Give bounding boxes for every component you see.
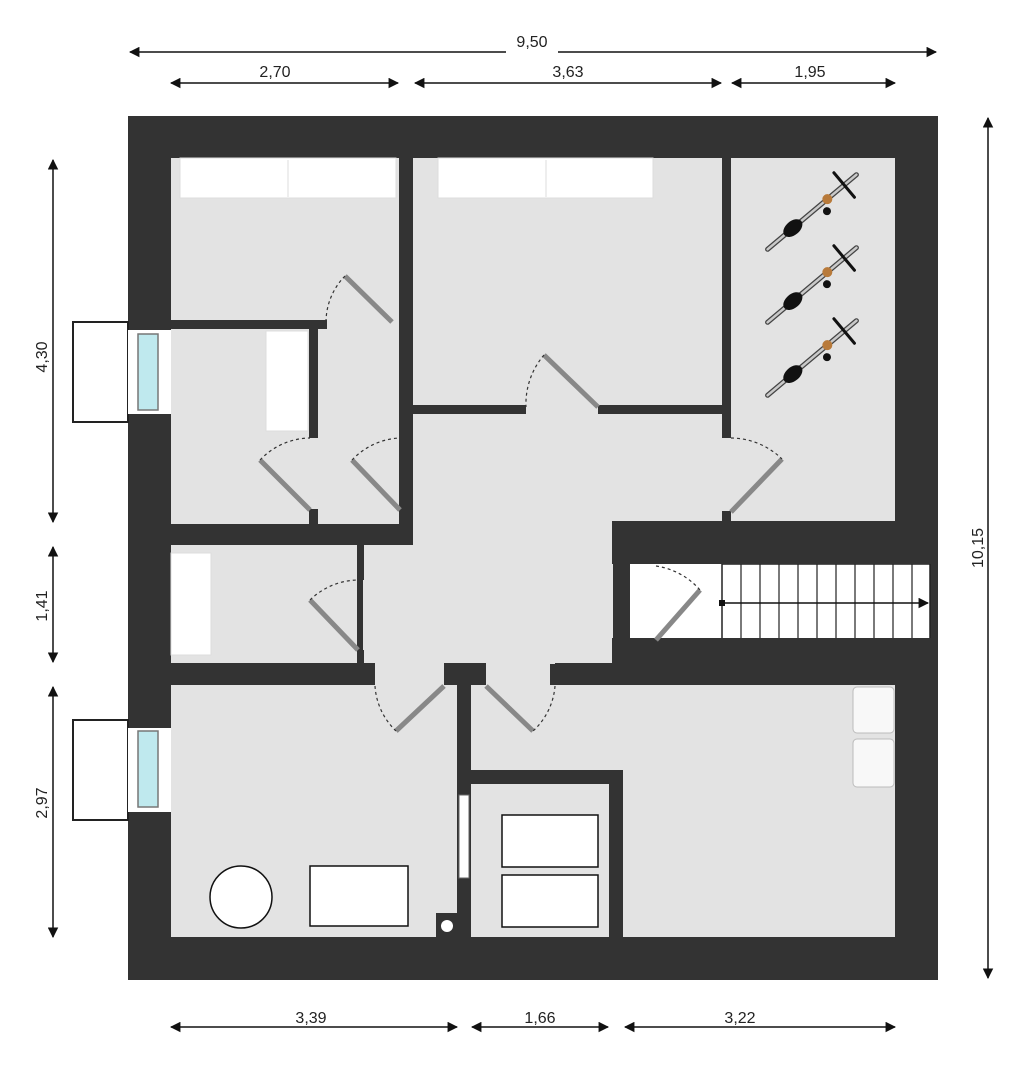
storage-box-upper bbox=[501, 814, 599, 868]
door-top-left bbox=[325, 274, 394, 324]
wall-box-h bbox=[471, 770, 623, 784]
dim-left-1: 4,30 bbox=[34, 341, 51, 372]
door-bike-room bbox=[729, 437, 784, 514]
boiler-box bbox=[309, 865, 409, 927]
shelf-closet bbox=[265, 330, 309, 432]
wall-bottom-h1 bbox=[171, 663, 375, 685]
hallway bbox=[413, 408, 895, 521]
wall-stair-upper bbox=[612, 521, 938, 564]
furniture bbox=[170, 157, 895, 938]
bicycles bbox=[765, 171, 859, 398]
wall-mid-h2 bbox=[598, 405, 722, 414]
bicycle-icon bbox=[765, 171, 859, 252]
dim-top-3: 1,95 bbox=[794, 64, 825, 81]
dim-bottom-1: 3,39 bbox=[295, 1010, 326, 1027]
dimension-labels: 9,50 2,70 3,63 1,95 3,39 1,66 3,22 10,15… bbox=[34, 34, 987, 1027]
wall-closet-h bbox=[171, 320, 327, 329]
bicycle-icon bbox=[765, 244, 859, 325]
inner-window bbox=[458, 794, 470, 879]
drain-grate bbox=[441, 920, 453, 932]
dim-top-1: 2,70 bbox=[259, 64, 290, 81]
wall-row-v bbox=[399, 508, 413, 545]
dim-left-3: 2,97 bbox=[34, 787, 51, 818]
bicycle-icon bbox=[765, 317, 859, 398]
shelf-left-small bbox=[170, 552, 212, 656]
wall-box-v bbox=[609, 770, 623, 937]
door-stair bbox=[654, 565, 702, 642]
door-top-middle bbox=[525, 353, 600, 409]
wall-closet-v bbox=[309, 320, 318, 438]
staircase bbox=[719, 563, 931, 643]
wall-small-v2 bbox=[357, 650, 364, 665]
wall-mid-h bbox=[413, 405, 526, 414]
wall-right-v bbox=[722, 511, 731, 521]
wall-bottom-v bbox=[457, 685, 471, 795]
washing-machine bbox=[852, 686, 895, 734]
dim-top-2: 3,63 bbox=[552, 64, 583, 81]
room-top-middle bbox=[413, 158, 722, 408]
door-left-small bbox=[308, 579, 360, 652]
interior-walls bbox=[171, 158, 938, 938]
wall-top-v2 bbox=[722, 158, 731, 438]
wall-small-v bbox=[357, 545, 364, 580]
dim-bottom-2: 1,66 bbox=[524, 1010, 555, 1027]
dim-total-height: 10,15 bbox=[970, 528, 987, 568]
dryer bbox=[852, 738, 895, 788]
wall-top-v1 bbox=[399, 158, 413, 318]
door-bottom-left bbox=[374, 684, 446, 733]
round-tank bbox=[209, 865, 273, 929]
wall-bottom-stub bbox=[444, 663, 486, 685]
window-upper bbox=[72, 321, 171, 423]
stair-landing bbox=[630, 564, 722, 642]
wall-stair-lower bbox=[612, 638, 938, 685]
door-bottom-right bbox=[484, 684, 556, 733]
door-closet-left bbox=[258, 437, 312, 512]
wall-bottom-v2 bbox=[457, 878, 471, 938]
dim-total-width: 9,50 bbox=[516, 34, 547, 51]
door-closet-right bbox=[350, 437, 402, 512]
wall-closet-v-low bbox=[309, 509, 318, 524]
wall-bottom-h2 bbox=[555, 663, 612, 685]
wall-top-v1b bbox=[399, 328, 413, 438]
dim-bottom-3: 3,22 bbox=[724, 1010, 755, 1027]
dim-left-2: 1,41 bbox=[34, 590, 51, 621]
window-lower bbox=[72, 719, 171, 821]
wall-row-h bbox=[171, 524, 413, 545]
storage-box-lower bbox=[501, 874, 599, 928]
doors bbox=[258, 274, 784, 733]
